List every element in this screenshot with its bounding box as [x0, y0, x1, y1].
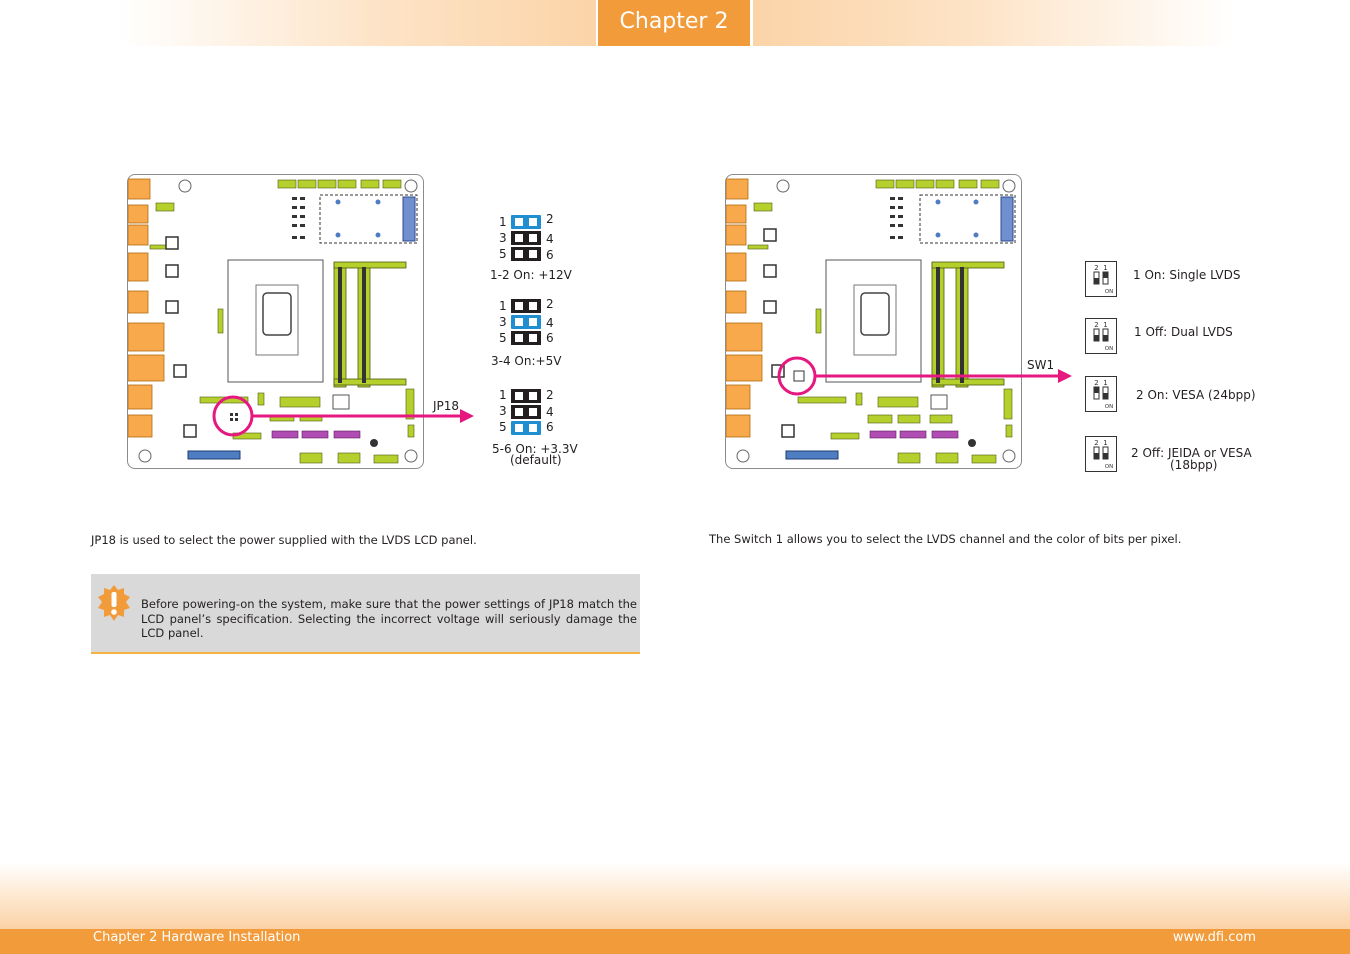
- dip-pin-label: 1: [1103, 264, 1107, 272]
- jumper-icon: [511, 299, 541, 345]
- dip-pin-label: 1: [1103, 321, 1107, 329]
- dip-pin-label: 1: [1103, 439, 1107, 447]
- footer-band: [0, 862, 1350, 930]
- jp18-callout-label: JP18: [433, 399, 460, 413]
- pin-label: 6: [546, 420, 554, 434]
- dip-pin-label: 2: [1094, 264, 1098, 272]
- dip-switch-icon: 2 1 ON: [1085, 318, 1117, 354]
- warning-icon: [98, 585, 130, 621]
- jumper-icon: [511, 389, 541, 435]
- pin-label: 2: [546, 388, 554, 402]
- jp18-callout-arrow: [212, 395, 474, 437]
- pin-label: 3: [499, 231, 507, 245]
- dip-pin-label: 2: [1094, 379, 1098, 387]
- pin-label: 2: [546, 297, 554, 311]
- dip-caption-line2: (18bpp): [1170, 458, 1218, 472]
- header-band-left: [118, 0, 596, 46]
- jumper-icon: [511, 215, 541, 261]
- sw1-callout-label: SW1: [1027, 358, 1055, 372]
- pin-label: 1: [499, 388, 507, 402]
- dip-caption: 1 Off: Dual LVDS: [1134, 325, 1233, 339]
- pin-label: 5: [499, 420, 507, 434]
- jp18-description: JP18 is used to select the power supplie…: [91, 533, 477, 547]
- dip-on-label: ON: [1105, 289, 1113, 295]
- footer-bar: [0, 929, 1350, 954]
- warning-note-text: Before powering-on the system, make sure…: [141, 597, 637, 640]
- dip-caption: 2 On: VESA (24bpp): [1136, 388, 1256, 402]
- sw1-callout-arrow: [777, 356, 1072, 396]
- dip-switch-icon: 2 1 ON: [1085, 376, 1117, 412]
- mounting-hole: [138, 179, 418, 463]
- motherboard-diagram-jp18: [127, 174, 424, 469]
- dip-pin-label: 1: [1103, 379, 1107, 387]
- pin-label: 3: [499, 315, 507, 329]
- dip-switch-icon: 2 1 ON: [1085, 261, 1117, 297]
- dip-pin-label: 2: [1094, 439, 1098, 447]
- jumper-caption: 1-2 On: +12V: [490, 268, 572, 282]
- jumper-caption-default: (default): [510, 453, 562, 467]
- pin-label: 6: [546, 248, 554, 262]
- jumper-caption: 5-6 On: +3.3V: [492, 442, 578, 456]
- chapter-tab: Chapter 2: [598, 0, 750, 46]
- pin-label: 1: [499, 215, 507, 229]
- pin-label: 2: [546, 212, 554, 226]
- pin-label: 4: [546, 316, 554, 330]
- dip-on-label: ON: [1105, 464, 1113, 470]
- warning-note: Before powering-on the system, make sure…: [91, 574, 640, 654]
- jumper-caption: 3-4 On:+5V: [491, 354, 562, 368]
- motherboard-diagram-sw1: [725, 174, 1022, 469]
- sw1-description: The Switch 1 allows you to select the LV…: [709, 532, 1182, 546]
- footer-chapter-title: Chapter 2 Hardware Installation: [93, 930, 301, 945]
- pin-label: 4: [546, 232, 554, 246]
- header-band-right: [753, 0, 1235, 46]
- pin-label: 4: [546, 405, 554, 419]
- pin-label: 1: [499, 299, 507, 313]
- dip-on-label: ON: [1105, 346, 1113, 352]
- dip-pin-label: 2: [1094, 321, 1098, 329]
- dip-caption: 1 On: Single LVDS: [1133, 268, 1241, 282]
- dip-switch-icon: 2 1 ON: [1085, 436, 1117, 472]
- dip-on-label: ON: [1105, 404, 1113, 410]
- pin-label: 6: [546, 331, 554, 345]
- pin-label: 5: [499, 247, 507, 261]
- pin-label: 5: [499, 331, 507, 345]
- footer-website-link[interactable]: www.dfi.com: [1172, 930, 1256, 945]
- pin-label: 3: [499, 404, 507, 418]
- dip-caption: 2 Off: JEIDA or VESA: [1131, 446, 1252, 460]
